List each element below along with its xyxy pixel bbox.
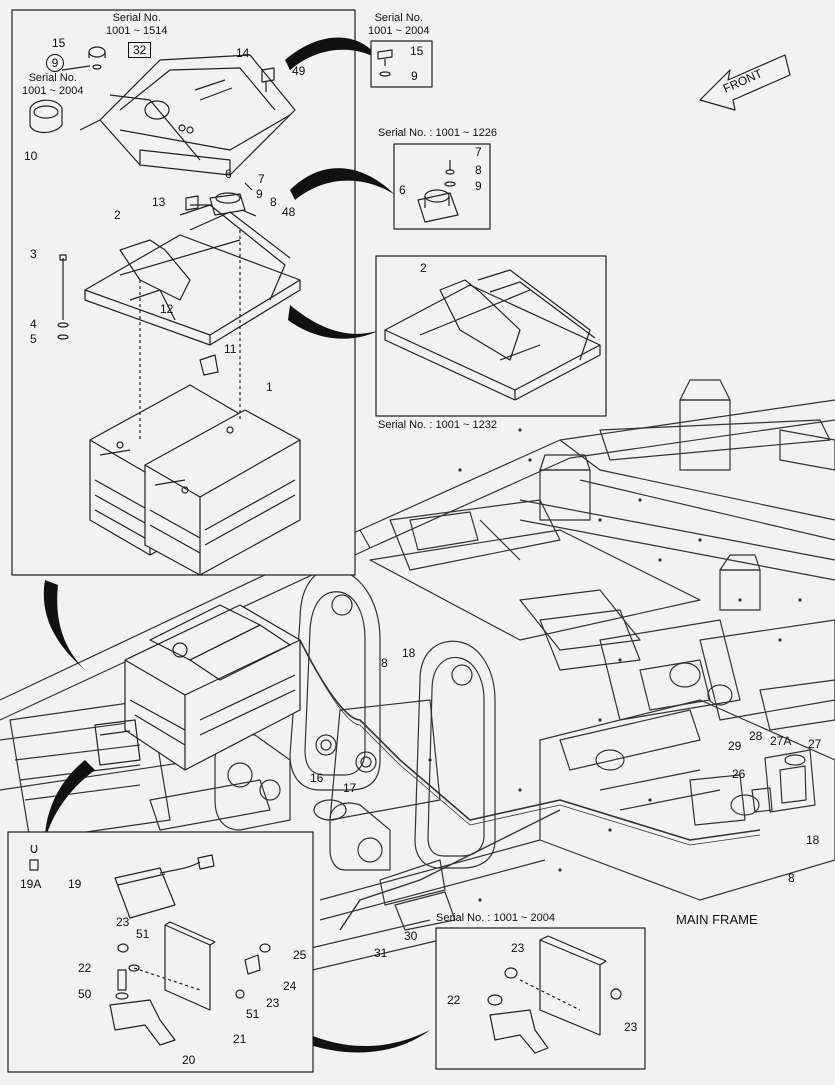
part-label-19: 19 xyxy=(68,877,82,891)
part-label-16: 16 xyxy=(310,771,324,785)
serial-note-relay: Serial No. : 1001 ~ 1226 xyxy=(378,127,497,139)
part-label-17: 17 xyxy=(343,781,357,795)
part-label-30: 30 xyxy=(404,929,418,943)
serial-note-tray: Serial No. : 1001 ~ 1232 xyxy=(378,419,497,431)
part-label-48: 48 xyxy=(282,205,296,219)
part-label-8d: 8 xyxy=(788,871,795,885)
part-label-19a: 19A xyxy=(20,877,42,891)
part-label-18b: 18 xyxy=(806,833,820,847)
part-label-23c: 23 xyxy=(511,941,525,955)
part-label-18: 18 xyxy=(402,646,416,660)
serial-note-top-left: Serial No.1001 ~ 1514 xyxy=(106,12,168,37)
part-label-1: 1 xyxy=(266,380,273,394)
part-label-6: 6 xyxy=(225,167,232,181)
part-label-21: 21 xyxy=(233,1032,247,1046)
part-label-24: 24 xyxy=(283,979,297,993)
part-label-12: 12 xyxy=(160,302,174,316)
part-label-23b: 23 xyxy=(266,996,280,1010)
part-label-28: 28 xyxy=(749,729,763,743)
part-label-22: 22 xyxy=(78,961,92,975)
part-label-8c: 8 xyxy=(381,656,388,670)
part-label-8b: 8 xyxy=(475,163,482,177)
serial-note-bracket: Serial No. : 1001 ~ 2004 xyxy=(436,912,555,924)
part-label-2b: 2 xyxy=(420,261,427,275)
bracket-inset xyxy=(435,927,646,1070)
part-label-6b: 6 xyxy=(399,183,406,197)
part-label-25: 25 xyxy=(293,948,307,962)
part-label-50: 50 xyxy=(78,987,92,1001)
battery-exploded-view xyxy=(11,9,356,576)
part-label-31: 31 xyxy=(374,946,388,960)
part-label-20: 20 xyxy=(182,1053,196,1067)
part-label-9d: 9 xyxy=(475,179,482,193)
part-label-22b: 22 xyxy=(447,993,461,1007)
part-label-32: 32 xyxy=(128,42,152,58)
part-label-5: 5 xyxy=(30,332,37,346)
callout-arcs xyxy=(43,37,430,1053)
part-label-51: 51 xyxy=(136,927,150,941)
front-arrow xyxy=(699,54,791,111)
part-label-51b: 51 xyxy=(246,1007,260,1021)
cap-inset xyxy=(370,40,433,88)
tray-inset xyxy=(375,255,607,417)
battery-installed xyxy=(94,604,301,771)
part-label-15b: 15 xyxy=(410,44,424,58)
serial-note-left-switch: Serial No.1001 ~ 2004 xyxy=(22,72,84,97)
part-label-9b: 9 xyxy=(256,187,263,201)
part-label-13: 13 xyxy=(152,195,166,209)
part-label-4: 4 xyxy=(30,317,37,331)
part-label-9c: 9 xyxy=(411,69,418,83)
part-label-10: 10 xyxy=(24,149,38,163)
part-label-11: 11 xyxy=(224,342,237,356)
work-lamp-exploded-view xyxy=(7,831,314,1073)
part-label-7: 7 xyxy=(258,172,265,186)
part-label-9: 9 xyxy=(46,54,64,72)
relay-inset xyxy=(393,143,491,230)
part-label-2: 2 xyxy=(114,208,121,222)
serial-note-top-center: Serial No.1001 ~ 2004 xyxy=(368,12,430,37)
part-label-3: 3 xyxy=(30,247,37,261)
part-label-23d: 23 xyxy=(624,1020,638,1034)
part-label-27: 27 xyxy=(808,737,822,751)
main-frame xyxy=(0,379,835,981)
part-label-8: 8 xyxy=(270,195,277,209)
part-label-29: 29 xyxy=(728,739,742,753)
diagram-title: MAIN FRAME xyxy=(676,912,758,927)
part-label-7b: 7 xyxy=(475,145,482,159)
part-label-26: 26 xyxy=(732,767,746,781)
part-label-27a: 27A xyxy=(770,734,792,748)
part-label-15: 15 xyxy=(52,36,66,50)
part-label-23a: 23 xyxy=(116,915,130,929)
part-label-14: 14 xyxy=(236,46,250,60)
part-label-49: 49 xyxy=(292,64,306,78)
